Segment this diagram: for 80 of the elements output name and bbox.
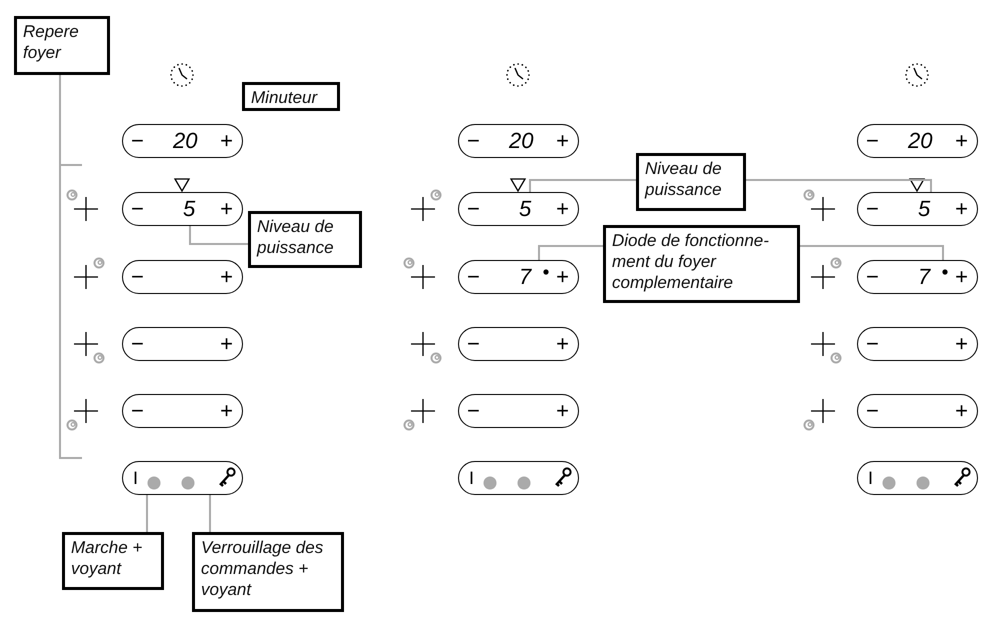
control-pill bbox=[458, 461, 579, 495]
minus-symbol: − bbox=[866, 332, 879, 356]
callout-text: Diode de fonctionne- ment du foyer complementaire bbox=[612, 230, 770, 293]
control-pill bbox=[122, 394, 243, 428]
callout-box bbox=[14, 16, 110, 75]
control-pill bbox=[122, 124, 243, 158]
power-symbol: I bbox=[868, 467, 874, 490]
callout-box bbox=[603, 225, 800, 303]
plus-symbol: + bbox=[556, 129, 569, 153]
plus-symbol: + bbox=[220, 332, 233, 356]
minus-symbol: − bbox=[866, 197, 879, 221]
callout-box bbox=[242, 82, 340, 111]
minus-symbol: − bbox=[467, 129, 480, 153]
leader-line bbox=[538, 245, 603, 260]
plus-symbol: + bbox=[955, 197, 968, 221]
display-value: 7 bbox=[519, 265, 532, 289]
control-pill bbox=[122, 327, 243, 361]
leader-line bbox=[800, 245, 944, 260]
plus-symbol: + bbox=[955, 265, 968, 289]
plus-symbol: + bbox=[556, 399, 569, 423]
plus-symbol: + bbox=[955, 399, 968, 423]
control-pill bbox=[458, 394, 579, 428]
power-symbol: I bbox=[469, 467, 474, 490]
minus-symbol: − bbox=[866, 399, 879, 423]
control-pill bbox=[122, 192, 243, 226]
minus-symbol: − bbox=[467, 197, 480, 221]
plus-symbol: + bbox=[556, 332, 569, 356]
callout-text: Niveau de puissance bbox=[645, 158, 723, 200]
plus-symbol: + bbox=[220, 265, 233, 289]
callout-text: Verrouillage des commandes + voyant bbox=[201, 537, 324, 600]
control-pill bbox=[458, 124, 579, 158]
leader-line bbox=[209, 495, 211, 533]
plus-symbol: + bbox=[220, 197, 233, 221]
display-value: 5 bbox=[183, 197, 196, 221]
display-value: 20 bbox=[173, 129, 198, 153]
callout-text: Marche + voyant bbox=[71, 537, 144, 579]
power-symbol: I bbox=[133, 467, 138, 490]
plus-symbol: + bbox=[955, 129, 968, 153]
callout-box bbox=[192, 532, 344, 612]
callout-box bbox=[62, 532, 164, 590]
minus-symbol: − bbox=[866, 129, 879, 153]
callout-text: Niveau de puissance bbox=[257, 216, 335, 258]
leader-line bbox=[146, 495, 148, 533]
display-value: 20 bbox=[509, 129, 534, 153]
plus-symbol: + bbox=[955, 332, 968, 356]
control-pill bbox=[857, 461, 978, 495]
display-value: 20 bbox=[908, 129, 932, 153]
display-value: 5 bbox=[519, 197, 532, 221]
control-pill bbox=[857, 124, 978, 158]
callout-box bbox=[636, 153, 746, 211]
control-pill bbox=[857, 394, 978, 428]
minus-symbol: − bbox=[866, 265, 879, 289]
leader-line bbox=[746, 179, 932, 192]
callout-text: Repere foyer bbox=[23, 21, 80, 63]
control-pill bbox=[857, 192, 978, 226]
plus-symbol: + bbox=[556, 265, 569, 289]
control-pill bbox=[857, 327, 978, 361]
minus-symbol: − bbox=[131, 265, 144, 289]
control-pill bbox=[458, 192, 579, 226]
control-pill bbox=[458, 327, 579, 361]
plus-symbol: + bbox=[556, 197, 569, 221]
callout-text: Minuteur bbox=[251, 87, 319, 108]
minus-symbol: − bbox=[131, 399, 144, 423]
minus-symbol: − bbox=[467, 332, 480, 356]
leader-line bbox=[529, 179, 636, 192]
minus-symbol: − bbox=[467, 399, 480, 423]
minus-symbol: − bbox=[131, 197, 144, 221]
control-pill bbox=[122, 461, 243, 495]
control-pill bbox=[458, 260, 579, 294]
control-pill bbox=[122, 260, 243, 294]
leader-line bbox=[189, 226, 248, 245]
minus-symbol: − bbox=[131, 332, 144, 356]
control-pill bbox=[857, 260, 978, 294]
callout-box bbox=[248, 211, 362, 268]
plus-symbol: + bbox=[220, 399, 233, 423]
display-value: 7 bbox=[918, 265, 930, 289]
display-value: 5 bbox=[918, 197, 930, 221]
minus-symbol: − bbox=[467, 265, 480, 289]
minus-symbol: − bbox=[131, 129, 144, 153]
plus-symbol: + bbox=[220, 129, 233, 153]
